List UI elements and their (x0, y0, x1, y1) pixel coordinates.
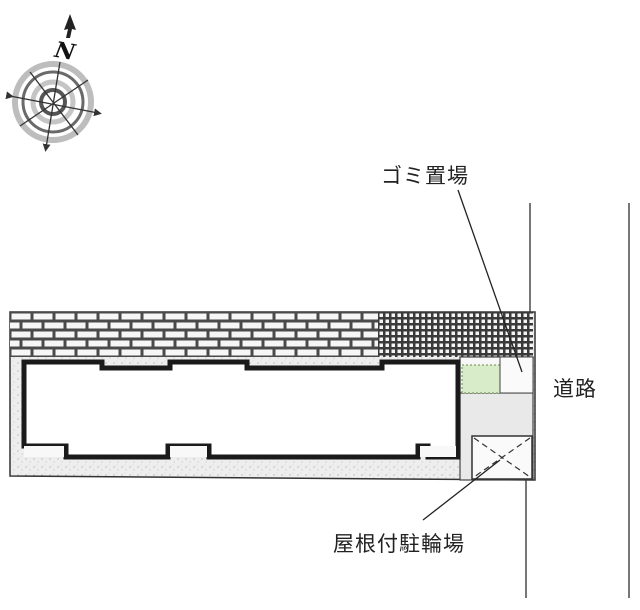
compass-rose-icon (5, 14, 102, 152)
garbage-area-label: ゴミ置場 (381, 164, 469, 188)
north-label: N (52, 37, 78, 66)
garbage-area-leader (457, 189, 523, 373)
garbage-area-box (499, 356, 534, 394)
brick-paving (10, 312, 378, 357)
building-outline (21, 359, 461, 460)
road-label: 道路 (553, 377, 597, 401)
bicycle-parking-label: 屋根付駐輪場 (333, 532, 465, 556)
bicycle-parking-leader (422, 459, 501, 521)
grid-paving (378, 312, 533, 357)
